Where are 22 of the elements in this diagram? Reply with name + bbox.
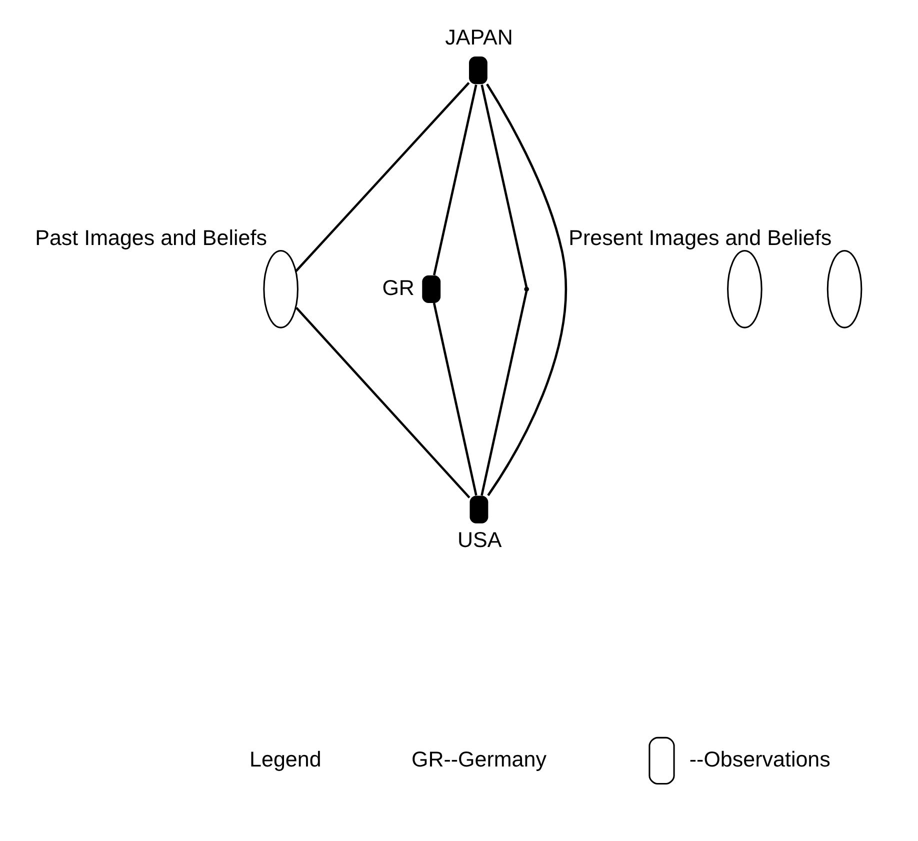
node-box [422, 275, 441, 303]
connector [486, 84, 567, 496]
node-label: Present Images and Beliefs [568, 226, 832, 250]
connector [432, 302, 478, 496]
node-ellipse [727, 250, 762, 328]
node-box [470, 496, 488, 524]
label: GR--Germany [411, 747, 546, 772]
node-label: JAPAN [445, 25, 513, 50]
node-label: GR [382, 276, 414, 300]
node-ellipse [263, 250, 298, 328]
label: Legend [250, 747, 322, 772]
node-box [468, 56, 488, 84]
connector [294, 82, 470, 272]
connector [296, 306, 470, 498]
connector [432, 84, 478, 276]
connector [480, 84, 528, 288]
legend-label: --Observations [689, 747, 830, 772]
connector [480, 290, 528, 496]
node-point [524, 286, 529, 292]
node-label: USA [457, 528, 502, 552]
node-ellipse [826, 250, 862, 328]
node-label: Past Images and Beliefs [35, 226, 267, 250]
